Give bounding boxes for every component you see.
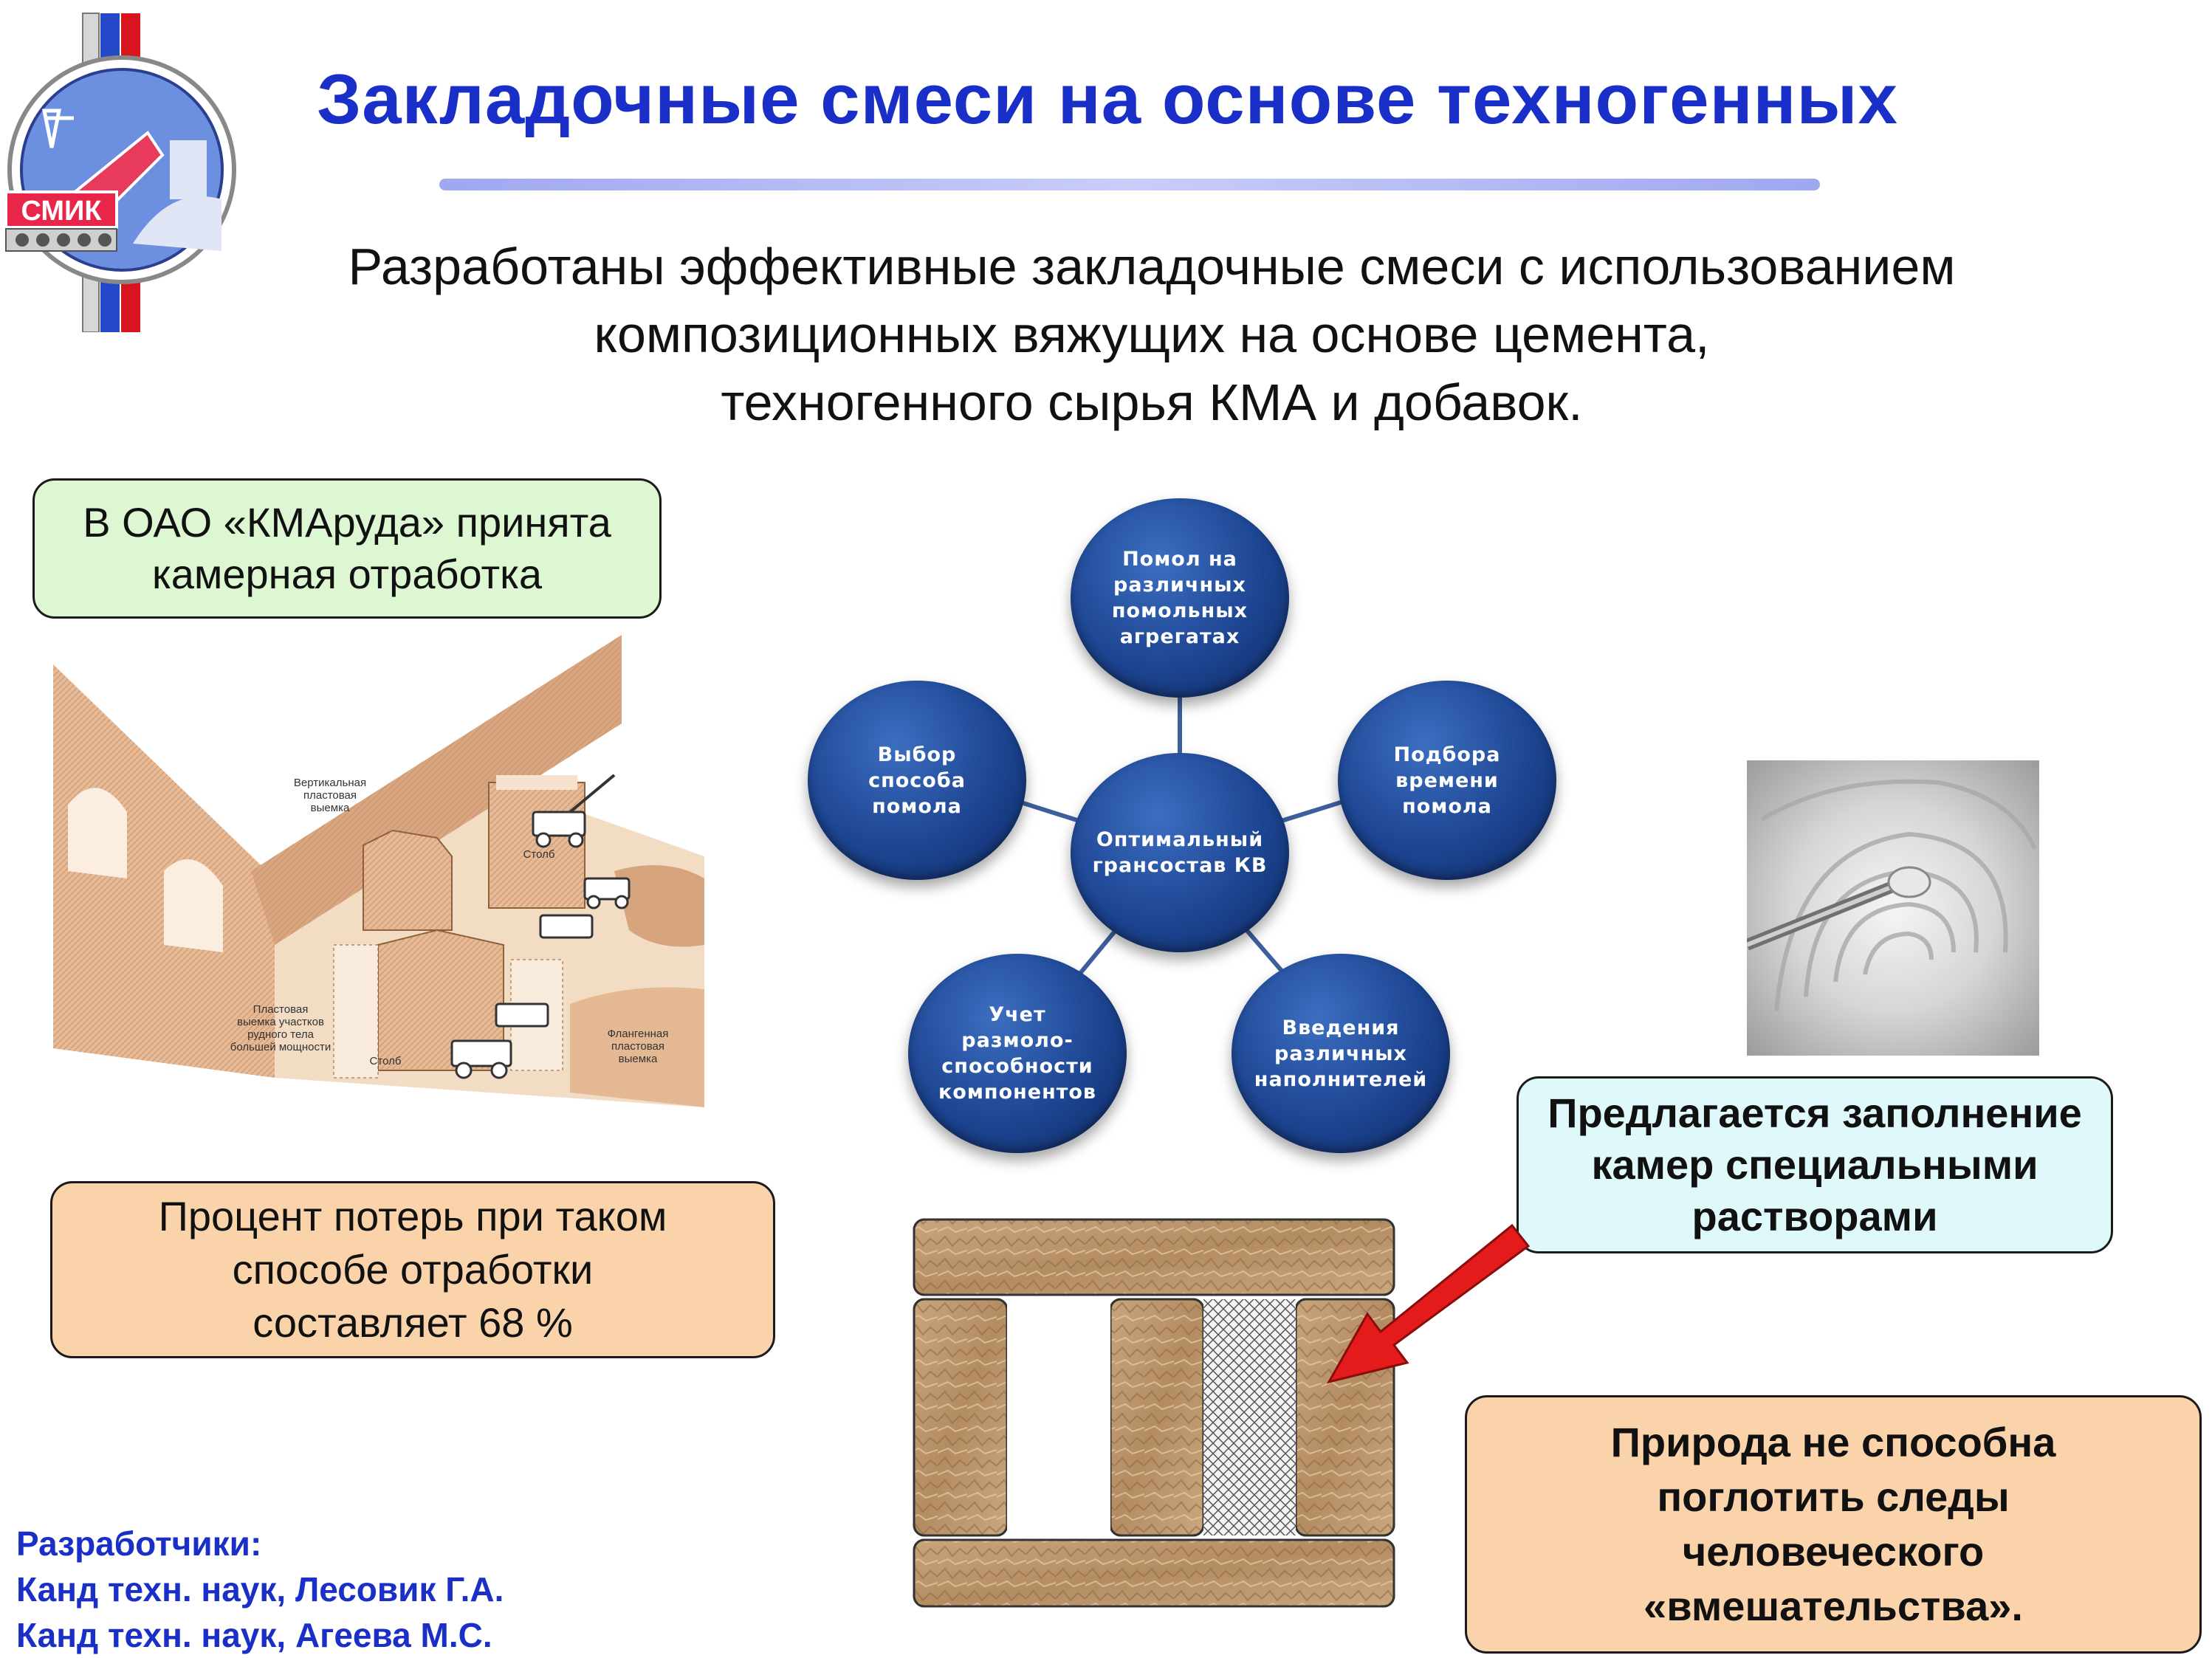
mine-label: Столб — [370, 1055, 402, 1067]
node-center-optimal: Оптимальный грансостав КВ — [1071, 753, 1289, 952]
mine-label: Вертикальная — [294, 777, 366, 789]
box-line: Предлагается заполнение — [1548, 1090, 2082, 1136]
node-grindability: Учет размоло- способности компонентов — [908, 954, 1127, 1153]
mine-label: рудного тела — [247, 1028, 315, 1041]
mine-label: большей мощности — [230, 1041, 331, 1053]
box-line: В ОАО «КМАруда» принята — [83, 499, 611, 546]
mine-label: Столб — [523, 848, 555, 861]
subtitle: Разработаны эффективные закладочные смес… — [221, 233, 2082, 436]
developer-name: Канд техн. наук, Лесовик Г.А. — [16, 1570, 504, 1609]
mine-label: Флангенная — [608, 1028, 669, 1040]
mortar-mixing-photo — [1747, 760, 2039, 1056]
box-line: камерная отработка — [152, 551, 542, 597]
page-title: Закладочные смеси на основе техногенных — [317, 60, 1898, 139]
subtitle-line: композиционных вяжущих на основе цемента… — [594, 306, 1710, 363]
developers-credits: Разработчики: Канд техн. наук, Лесовик Г… — [16, 1521, 681, 1658]
title-underline — [439, 179, 1820, 190]
developers-heading: Разработчики: — [16, 1524, 262, 1563]
node-fillers: Введения различных наполнителей — [1232, 954, 1450, 1153]
nature-statement-box: Природа не способна поглотить следы чело… — [1465, 1395, 2202, 1654]
red-pointer-arrow-icon — [1326, 1223, 1531, 1384]
box-line: «вмешательства». — [1643, 1583, 2023, 1629]
mine-label: пластовая — [303, 789, 357, 802]
mine-label: пластовая — [611, 1040, 664, 1053]
logo-text: СМИК — [21, 196, 102, 227]
box-line: Процент потерь при таком — [158, 1193, 667, 1239]
box-line: растворами — [1691, 1193, 1938, 1239]
proposal-box: Предлагается заполнение камер специальны… — [1517, 1076, 2113, 1253]
box-line: способе отработки — [232, 1246, 594, 1293]
box-line: камер специальными — [1591, 1141, 2038, 1188]
node-grinding-time: Подбора времени помола — [1338, 681, 1556, 880]
box-line: Природа не способна — [1610, 1419, 2056, 1465]
mine-label: Пластовая — [253, 1003, 309, 1016]
box-line: человеческого — [1682, 1528, 1985, 1575]
network-diagram: Оптимальный грансостав КВ Помол на разли… — [797, 487, 1580, 1174]
kmaruda-info-box: В ОАО «КМАруда» принята камерная отработ… — [32, 478, 662, 619]
subtitle-line: техногенного сырья КМА и добавок. — [721, 374, 1583, 431]
loss-percent-box: Процент потерь при таком способе отработ… — [50, 1181, 775, 1358]
mine-chamber-illustration: Вертикальная пластовая выемка Столб Плас… — [53, 635, 704, 1107]
developer-name: Канд техн. наук, Агеева М.С. — [16, 1616, 492, 1654]
mine-label: выемка участков — [237, 1016, 324, 1028]
box-line: составляет 68 % — [253, 1299, 573, 1346]
node-grinding-method: Выбор способа помола — [808, 681, 1026, 880]
box-line: поглотить следы — [1657, 1473, 2010, 1520]
subtitle-line: Разработаны эффективные закладочные смес… — [348, 238, 1956, 295]
mine-label: выемка — [619, 1053, 658, 1065]
node-grinding-units: Помол на различных помольных агрегатах — [1071, 498, 1289, 698]
smik-logo: СМИК — [4, 13, 236, 332]
mine-label: выемка — [311, 802, 350, 814]
